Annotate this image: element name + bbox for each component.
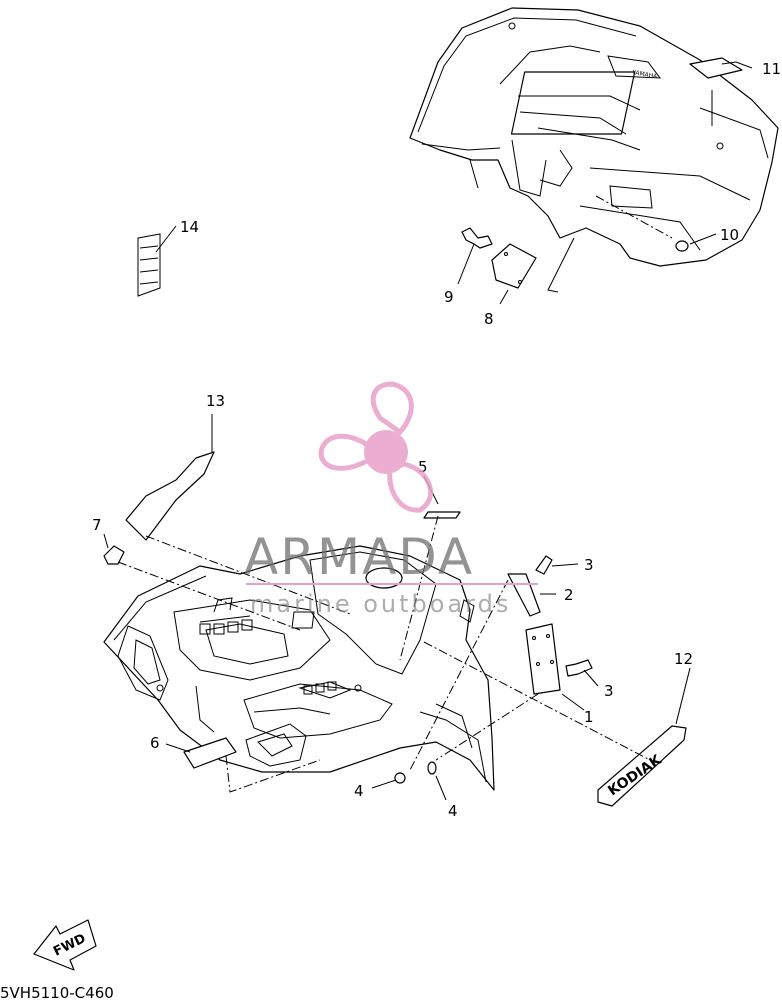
- assembly-lines: [117, 195, 673, 793]
- callout-9: 9: [444, 288, 454, 306]
- decal-12: [597, 725, 687, 807]
- plate-8: [491, 243, 537, 289]
- diagram-reference: 5VH5110-C460: [0, 984, 114, 1000]
- decal-5: [423, 511, 461, 519]
- watermark: ARMADA marine outboards: [244, 381, 538, 618]
- decal-14: [137, 233, 161, 297]
- washer-4-left: [394, 772, 406, 784]
- plate-1: [525, 623, 561, 695]
- callout-4-right: 4: [448, 802, 458, 820]
- callout-2: 2: [564, 586, 574, 604]
- callout-8: 8: [484, 310, 494, 328]
- lens-7: [103, 545, 125, 565]
- bolt-9: [461, 227, 493, 249]
- bracket-2: [507, 573, 541, 617]
- callout-11: 11: [762, 60, 781, 78]
- callout-3-lower: 3: [604, 682, 614, 700]
- callout-1: 1: [584, 708, 594, 726]
- bolt-3-lower: [565, 659, 593, 677]
- callout-12: 12: [674, 650, 693, 668]
- watermark-title: ARMADA: [244, 528, 474, 586]
- callout-7: 7: [92, 516, 102, 534]
- washer-4-right: [427, 761, 437, 775]
- watermark-subtitle: marine outboards: [250, 590, 511, 618]
- decal-13: [125, 451, 215, 541]
- callout-14: 14: [180, 218, 199, 236]
- callout-6: 6: [150, 734, 160, 752]
- front-fender: [103, 545, 495, 791]
- rear-decal-text: YAMAHA: [631, 69, 659, 81]
- decal-6: [183, 737, 237, 769]
- callout-13: 13: [206, 392, 225, 410]
- propeller-logo-icon: [318, 381, 434, 513]
- callout-3-upper: 3: [584, 556, 594, 574]
- fwd-arrow-icon: FWD: [33, 919, 97, 971]
- bolt-3-upper: [535, 555, 553, 575]
- washer-10: [675, 240, 689, 252]
- callout-4-left: 4: [354, 782, 364, 800]
- rear-fender: [409, 7, 779, 267]
- callout-5: 5: [418, 458, 428, 476]
- callout-10: 10: [720, 226, 739, 244]
